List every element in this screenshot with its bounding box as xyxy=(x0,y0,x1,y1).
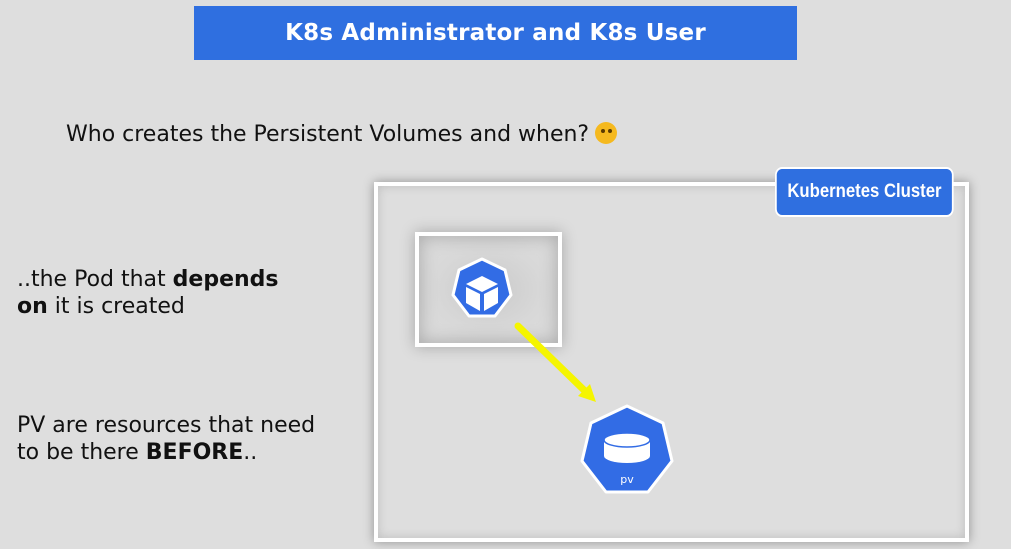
pod-cube-icon xyxy=(451,257,513,318)
pv-note-text-2: to be there xyxy=(17,440,146,465)
pod-note-bold-2: on xyxy=(17,294,48,319)
question-label: Who creates the Persistent Volumes and w… xyxy=(66,122,590,147)
kubernetes-cluster-frame xyxy=(374,182,969,542)
pod-note-text-2: it is created xyxy=(47,294,185,319)
thinking-face-icon xyxy=(595,122,618,144)
pv-note-text-1: PV are resources that need xyxy=(17,413,316,438)
slide-title: K8s Administrator and K8s User xyxy=(194,6,797,60)
pv-note-bold: BEFORE xyxy=(145,440,244,465)
question-text: Who creates the Persistent Volumes and w… xyxy=(66,122,618,147)
pod-note-bold-1: depends xyxy=(172,267,279,292)
pod-note-text-1: ..the Pod that xyxy=(17,267,173,292)
pv-note: PV are resources that need to be there B… xyxy=(17,412,315,466)
cluster-label: Kubernetes Cluster xyxy=(775,167,954,217)
persistent-volume-icon: pv xyxy=(580,404,674,494)
pod-note: ..the Pod that depends on it is created xyxy=(17,266,279,320)
arrow xyxy=(514,322,596,402)
pv-note-text-3: .. xyxy=(243,440,258,465)
pv-icon-label: pv xyxy=(620,473,634,486)
